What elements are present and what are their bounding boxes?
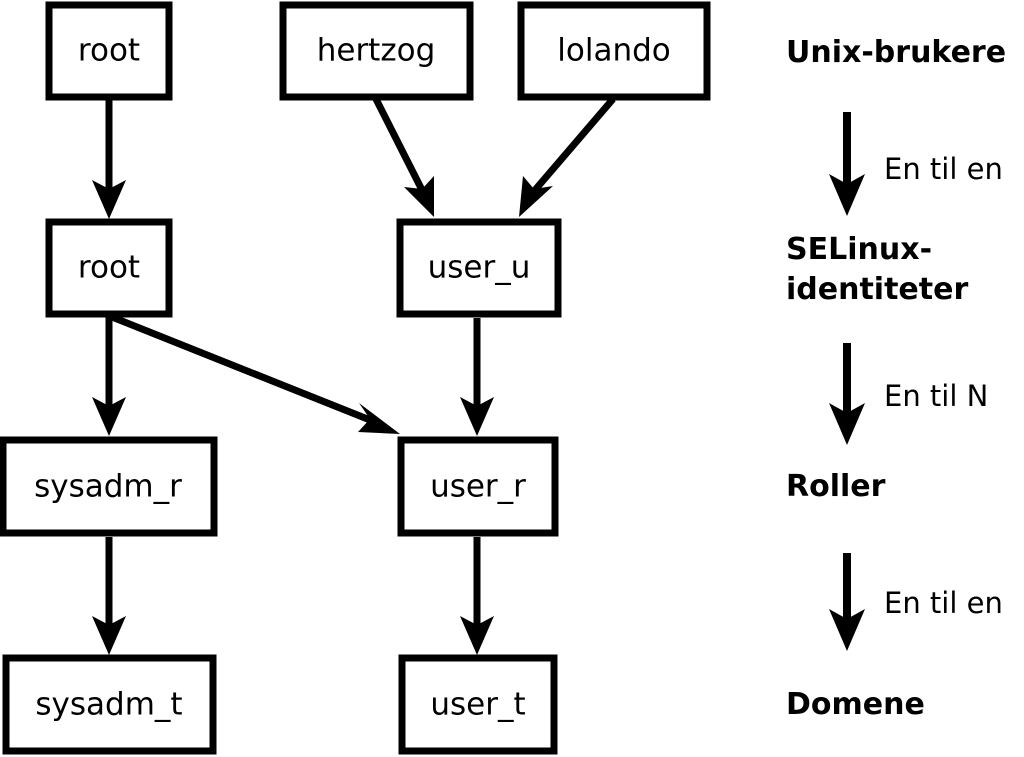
- legend-relation-3-label: En til en: [884, 586, 1003, 620]
- node-role-user-r[interactable]: user_r: [397, 436, 559, 537]
- edge-hertzog-to-user-u: [372, 97, 434, 217]
- edge-sysadm-r-to-sysadm-t: [92, 537, 126, 655]
- legend-layer-unix-users: Unix-brukere: [786, 35, 1006, 70]
- node-selinux-user-u-label: user_u: [428, 250, 531, 286]
- node-domain-sysadm-t[interactable]: sysadm_t: [2, 654, 217, 755]
- edge-user-u-to-user-r: [460, 318, 494, 436]
- node-unix-lolando-label: lolando: [557, 33, 670, 69]
- legend-arrow-one-to-one-2: [829, 553, 865, 651]
- node-selinux-root[interactable]: root: [45, 218, 173, 318]
- node-role-sysadm-r-label: sysadm_r: [34, 469, 182, 505]
- node-domain-user-t-label: user_t: [430, 687, 525, 723]
- edge-unix-root-to-sel-root: [92, 99, 126, 219]
- edge-user-r-to-user-t: [460, 537, 494, 655]
- node-domain-sysadm-t-label: sysadm_t: [35, 687, 182, 723]
- node-role-sysadm-r[interactable]: sysadm_r: [0, 436, 218, 537]
- node-unix-hertzog-label: hertzog: [317, 33, 436, 69]
- node-unix-root[interactable]: root: [45, 1, 173, 101]
- legend-layer-selinux-identities-line2: identiteter: [786, 272, 968, 307]
- legend-relation-2-label: En til N: [884, 379, 988, 413]
- edge-lolando-to-user-u: [519, 96, 616, 217]
- node-domain-user-t[interactable]: user_t: [398, 654, 558, 755]
- legend-layer-roles: Roller: [786, 469, 886, 504]
- node-selinux-user-u[interactable]: user_u: [396, 218, 562, 318]
- node-unix-hertzog[interactable]: hertzog: [279, 1, 474, 101]
- node-unix-lolando[interactable]: lolando: [517, 1, 711, 101]
- legend-layer-selinux-identities-line1: SELinux-: [786, 232, 932, 267]
- node-unix-root-label: root: [78, 33, 140, 69]
- node-selinux-root-label: root: [78, 250, 140, 286]
- legend-arrow-one-to-one-1: [829, 112, 865, 216]
- node-role-user-r-label: user_r: [430, 469, 526, 505]
- edge-sel-root-to-user-r: [110, 313, 400, 434]
- legend-layer-domains: Domene: [786, 687, 925, 722]
- legend-relation-1-label: En til en: [884, 152, 1003, 186]
- edge-sel-root-to-sysadm-r: [92, 317, 126, 436]
- legend-arrow-one-to-n: [829, 343, 865, 445]
